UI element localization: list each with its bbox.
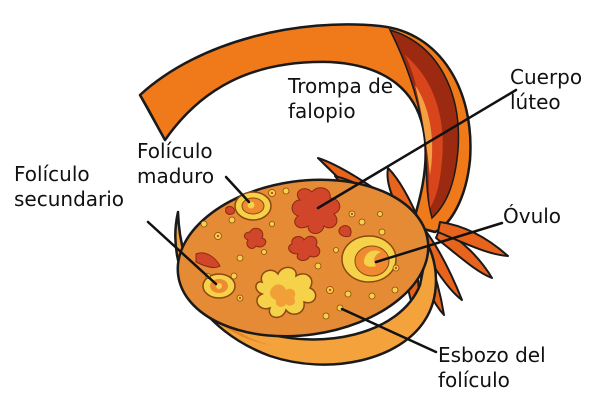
label-line: maduro <box>137 164 214 189</box>
label-line: Esbozo del <box>438 343 546 368</box>
label-line: lúteo <box>510 90 582 115</box>
label-foliculo-maduro: Folículo maduro <box>137 139 214 189</box>
label-line: secundario <box>14 187 124 212</box>
label-ovulo: Óvulo <box>503 204 561 229</box>
label-trompa-de-falopio: Trompa de falopio <box>288 74 393 124</box>
label-line: Trompa de <box>288 74 393 99</box>
lobe <box>226 206 235 214</box>
label-line: falopio <box>288 99 393 124</box>
label-line: Cuerpo <box>510 65 582 90</box>
label-line: Folículo <box>137 139 214 164</box>
label-foliculo-secundario: Folículo secundario <box>14 162 124 212</box>
lobe <box>339 226 351 237</box>
label-line: Óvulo <box>503 204 561 229</box>
label-line: Folículo <box>14 162 124 187</box>
label-line: folículo <box>438 368 546 393</box>
label-esbozo-del-foliculo: Esbozo del folículo <box>438 343 546 393</box>
mature-follicle <box>235 192 271 220</box>
label-cuerpo-luteo: Cuerpo lúteo <box>510 65 582 115</box>
